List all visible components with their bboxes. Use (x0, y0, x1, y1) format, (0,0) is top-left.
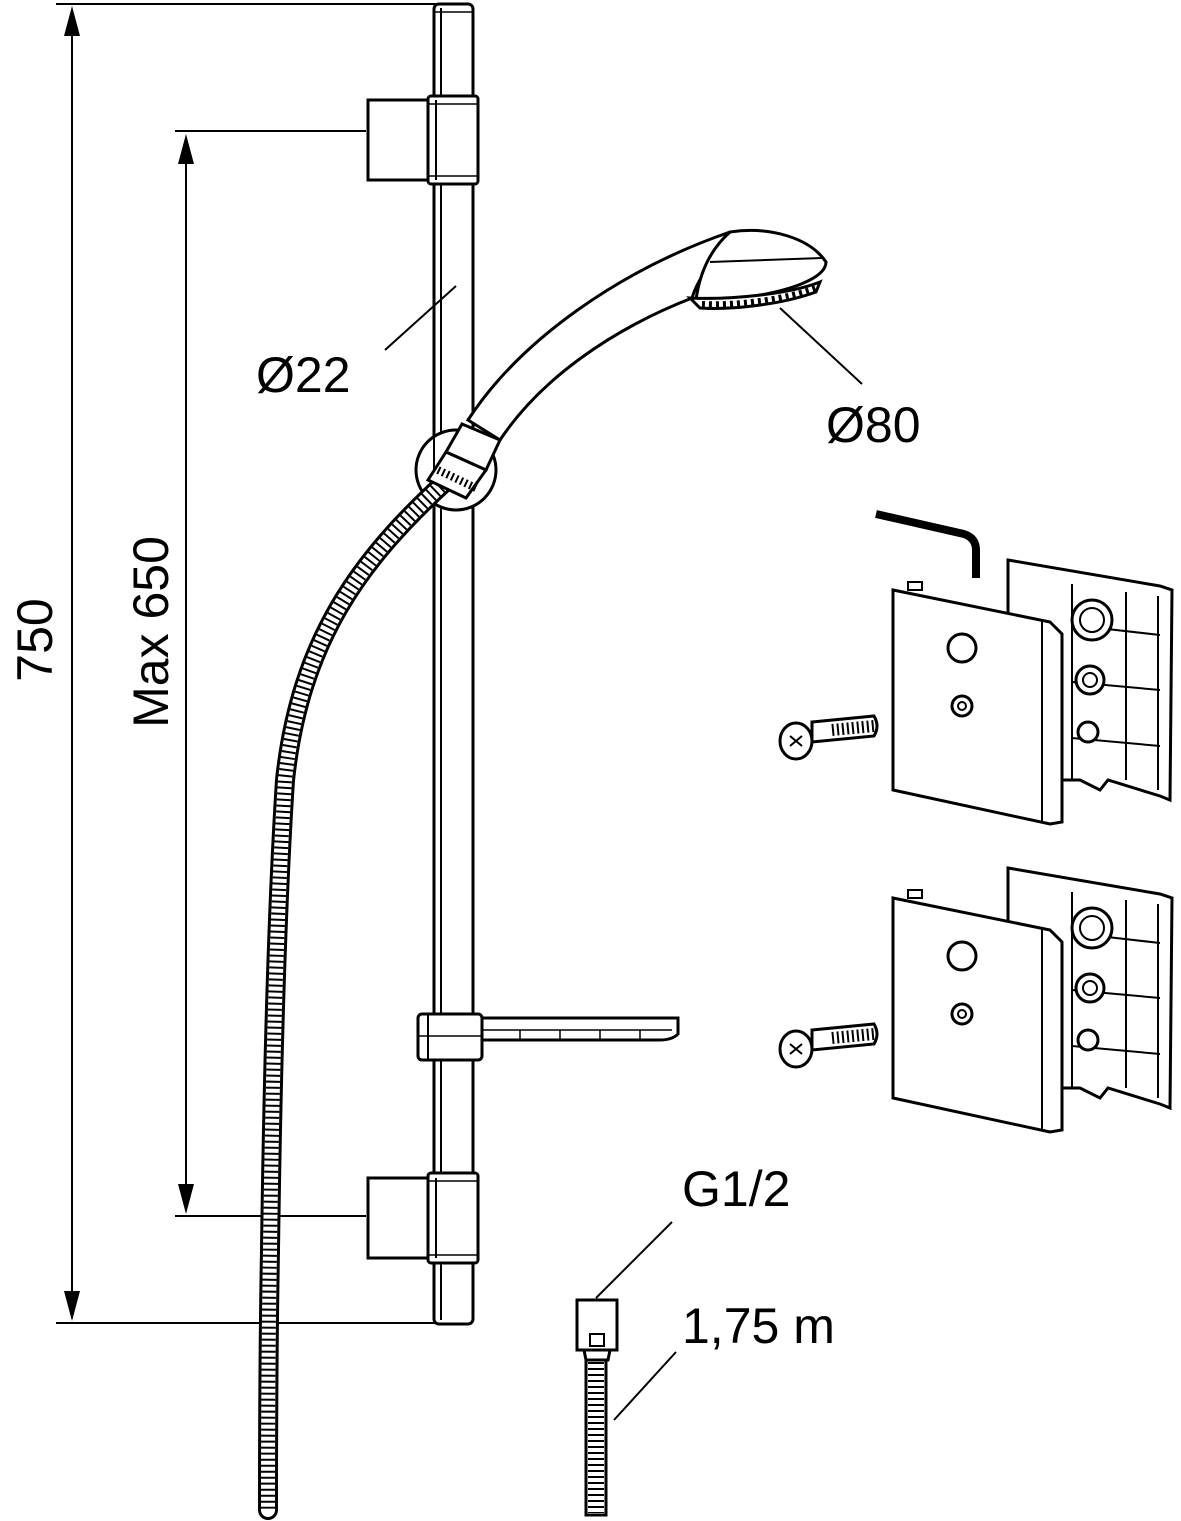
hose-length-label: 1,75 m (682, 1298, 835, 1354)
spare-hose (575, 1298, 619, 1517)
screw-upper (778, 714, 879, 761)
hose-connection-leader (595, 1221, 673, 1299)
handshower-diameter-label: Ø80 (826, 397, 921, 453)
shower-hose (258, 472, 455, 1520)
hose-connection-label: G1/2 (682, 1161, 790, 1217)
overall-height-dimension (56, 3, 438, 1324)
overall-height-label: 750 (7, 598, 63, 681)
bottom-wall-bracket (366, 1171, 480, 1265)
hose-length-leader (613, 1351, 677, 1421)
rail-diameter-leader (384, 285, 457, 351)
handshower-diameter-leader (779, 307, 863, 385)
max-spacing-label: Max 650 (123, 536, 179, 728)
bracket-assembly-upper (891, 558, 1174, 826)
hex-key (875, 510, 980, 578)
rail-diameter-label: Ø22 (256, 347, 351, 403)
hand-shower (425, 228, 828, 500)
bracket-assembly-lower (891, 866, 1174, 1134)
shower-rail (432, 2, 475, 1326)
screw-lower (778, 1022, 879, 1069)
soap-dish (416, 1012, 680, 1062)
top-wall-bracket (366, 94, 480, 186)
